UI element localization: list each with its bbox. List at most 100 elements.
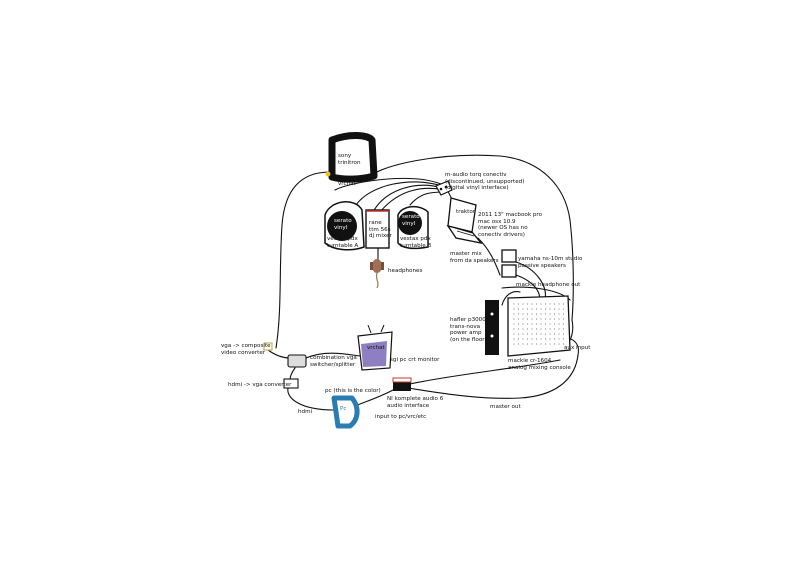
console-knob xyxy=(558,308,560,310)
console-knob xyxy=(522,318,524,320)
console-knob xyxy=(526,323,529,325)
amp-hafler xyxy=(485,300,499,355)
console-knob xyxy=(549,328,551,330)
console-knob xyxy=(517,308,520,310)
vga-switch-label: combination vga switcher/splitter xyxy=(310,355,357,368)
console-knob xyxy=(549,338,551,340)
console-knob xyxy=(553,308,556,310)
cable-komplete-aux xyxy=(409,359,561,385)
console-knob xyxy=(544,308,547,310)
console-knob xyxy=(540,328,542,330)
console-knob xyxy=(517,318,520,320)
hdmi-converter-label: hdmi -> vga converter xyxy=(228,382,292,388)
console-knob xyxy=(549,308,551,310)
tv-label: sony trinitron xyxy=(338,153,361,166)
console-knob xyxy=(558,343,560,345)
console-knob xyxy=(517,333,520,335)
console-knob xyxy=(513,318,515,320)
vga-switch xyxy=(287,354,307,368)
console-knob xyxy=(549,318,551,320)
console-knob xyxy=(513,308,515,310)
console-knob xyxy=(562,333,565,335)
console-knob xyxy=(553,328,556,330)
console-knob xyxy=(540,318,542,320)
pc-tower-icon xyxy=(331,395,360,429)
console-mackie xyxy=(507,295,571,357)
console-knob xyxy=(517,328,520,330)
console-knob xyxy=(531,343,533,345)
console-knob xyxy=(553,303,556,305)
console-knob xyxy=(549,343,551,345)
console-knob xyxy=(540,303,542,305)
console-knob xyxy=(513,303,515,305)
komplete-input-label: input to pc/vrc/etc xyxy=(375,414,427,420)
cable-composite-switch xyxy=(267,349,291,359)
console-knob xyxy=(558,323,560,325)
console-knob xyxy=(553,338,556,340)
cable-switch-crt xyxy=(305,352,361,359)
komplete-label: NI komplete audio 6 audio interface xyxy=(387,396,444,409)
console-knob xyxy=(558,328,560,330)
tv-sony-trinitron xyxy=(325,132,378,183)
console-knob xyxy=(513,323,515,325)
console-knob xyxy=(513,333,515,335)
console-knob xyxy=(522,313,524,315)
composite-label: vga -> composite video converter xyxy=(221,343,271,356)
turntable-a-label: vestax pdx turntable A xyxy=(327,236,359,249)
console-knob xyxy=(513,338,515,340)
console-label: mackie cr-1604 analog mixing console xyxy=(508,358,571,371)
console-knob xyxy=(531,303,533,305)
torq-label: m-audio torq conectiv (discontinued, uns… xyxy=(445,172,525,192)
console-knob xyxy=(535,328,538,330)
cable-tv-composite xyxy=(275,171,331,349)
console-knob xyxy=(526,313,529,315)
console-knob xyxy=(558,333,560,335)
torq-interface-icon xyxy=(435,180,453,196)
console-knob xyxy=(535,333,538,335)
console-knob xyxy=(526,343,529,345)
console-knob xyxy=(540,308,542,310)
headphone-out-label: mackie headphone out xyxy=(516,282,581,288)
turntable-a-record xyxy=(327,211,357,241)
console-knob xyxy=(540,323,542,325)
laptop-screen-label: traktor xyxy=(456,209,476,215)
composite-converter xyxy=(263,342,273,351)
mixer-label: rane ttm 56s dj mixer xyxy=(369,220,392,240)
console-knob xyxy=(544,323,547,325)
cable-torq-5 xyxy=(334,177,442,191)
console-knob xyxy=(522,308,524,310)
console-knob xyxy=(526,318,529,320)
console-knob xyxy=(553,313,556,315)
console-knob xyxy=(526,303,529,305)
console-knob xyxy=(562,328,565,330)
console-knob xyxy=(553,323,556,325)
console-knob xyxy=(535,323,538,325)
speaker-input-label: master mix from da speakers xyxy=(450,251,499,264)
mixer-rane xyxy=(365,209,390,249)
console-knob xyxy=(522,338,524,340)
console-knob xyxy=(517,313,520,315)
console-knob xyxy=(558,313,560,315)
speakers-label: yamaha ns-10m studio passive speakers xyxy=(518,256,583,269)
console-knob xyxy=(544,303,547,305)
console-knob xyxy=(531,338,533,340)
console-knob xyxy=(553,343,556,345)
console-knob xyxy=(553,333,556,335)
laptop-macbook xyxy=(446,197,483,244)
cable-master-out xyxy=(407,337,579,399)
turntable-b-record xyxy=(398,211,422,235)
console-knob xyxy=(522,328,524,330)
console-knob xyxy=(562,303,565,305)
console-knob xyxy=(535,318,538,320)
hdmi-label: hdmi xyxy=(298,409,313,415)
console-knob xyxy=(535,308,538,310)
console-knob xyxy=(531,328,533,330)
tv-indicator-dot xyxy=(325,171,331,177)
headphones-label: headphones xyxy=(388,268,423,274)
console-knob xyxy=(562,308,565,310)
console-knob xyxy=(553,318,556,320)
console-knob xyxy=(562,343,565,345)
cable-tv-loop xyxy=(367,154,574,321)
console-knob xyxy=(513,328,515,330)
console-knob xyxy=(549,313,551,315)
